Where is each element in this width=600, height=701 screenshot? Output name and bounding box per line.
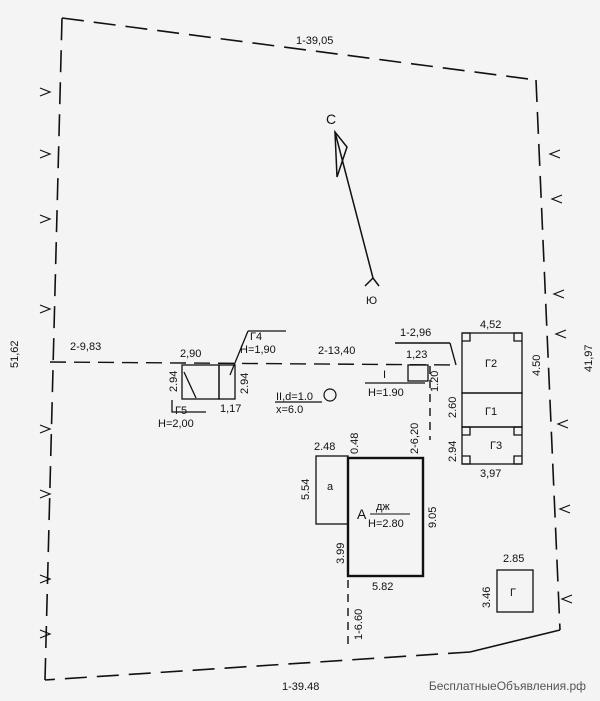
shed-i-name: I xyxy=(383,369,386,381)
main-house-height: 9.05 xyxy=(427,507,439,528)
shed-g5-name: Г5 xyxy=(175,405,187,417)
shed-i xyxy=(365,364,429,384)
boundary-ticks xyxy=(39,87,573,639)
garage-g-width: 2.85 xyxy=(503,553,524,565)
fence-drop-label: 1.20 xyxy=(429,371,441,392)
garage-g-name: Г xyxy=(510,587,516,599)
shed-g5-h: H=2,00 xyxy=(158,418,194,430)
main-house xyxy=(346,456,425,578)
garage-g2-name: Г2 xyxy=(485,358,497,370)
shed-g4-width: 1,17 xyxy=(220,403,241,415)
garage-g1-name: Г1 xyxy=(485,406,497,418)
garage-g3-name: Г3 xyxy=(490,440,502,452)
shed-g5-width: 2,90 xyxy=(180,348,201,360)
shed-g4-name: Г4 xyxy=(250,331,262,343)
annex-width: 2.48 xyxy=(314,441,335,453)
garage-g2-width: 4,52 xyxy=(480,319,501,331)
boundary-bottom-label: 1-39.48 xyxy=(282,681,319,693)
garage-g2-height: 4.50 xyxy=(531,355,543,376)
main-house-top-gap: 0.48 xyxy=(349,433,361,454)
garage-block xyxy=(461,332,523,465)
garage-g xyxy=(496,569,534,613)
main-house-path: 1-6.60 xyxy=(353,609,365,640)
shed-g5-height: 2.94 xyxy=(168,371,180,392)
interior-fence xyxy=(49,342,457,650)
annex-height: 5.54 xyxy=(300,479,312,500)
shed-i-width: 1,23 xyxy=(406,349,427,361)
compass-south-label: Ю xyxy=(366,295,377,307)
main-house-gate: 2-6,20 xyxy=(409,423,421,454)
annex-name: а xyxy=(327,481,334,493)
garage-g3-height: 2.94 xyxy=(447,441,459,462)
garage-g1-height: 2.60 xyxy=(447,397,459,418)
plot-boundary xyxy=(44,17,561,681)
garage-g-height: 3.46 xyxy=(481,587,493,608)
fence-left-label: 2-9,83 xyxy=(70,341,101,353)
shed-g4-height: 2.94 xyxy=(239,373,251,394)
garage-g3-width: 3,97 xyxy=(480,468,501,480)
fence-right-label: 1-2,96 xyxy=(400,327,431,339)
shed-i-h: H=1.90 xyxy=(368,387,404,399)
fence-mid-label: 2-13,40 xyxy=(318,345,355,357)
watermark: БесплатныеОбъявления.рф xyxy=(428,679,586,693)
boundary-left-label: 51,62 xyxy=(9,340,21,368)
boundary-right-label: 41,97 xyxy=(583,344,595,372)
shed-g4-h: H=1,90 xyxy=(240,344,276,356)
boundary-top-label: 1-39,05 xyxy=(296,35,333,47)
main-house-sub: дж xyxy=(376,501,390,513)
well-line2: x=6.0 xyxy=(276,404,303,416)
main-house-side: 3.99 xyxy=(335,543,347,564)
compass-arrow xyxy=(334,129,380,287)
main-house-name: А xyxy=(357,506,367,522)
well xyxy=(275,388,337,403)
well-line1: II,d=1.0 xyxy=(276,391,313,403)
compass-north-label: С xyxy=(326,111,336,127)
main-house-width: 5.82 xyxy=(372,581,393,593)
main-house-h: H=2.80 xyxy=(368,518,404,530)
shed-g4 xyxy=(218,330,286,400)
